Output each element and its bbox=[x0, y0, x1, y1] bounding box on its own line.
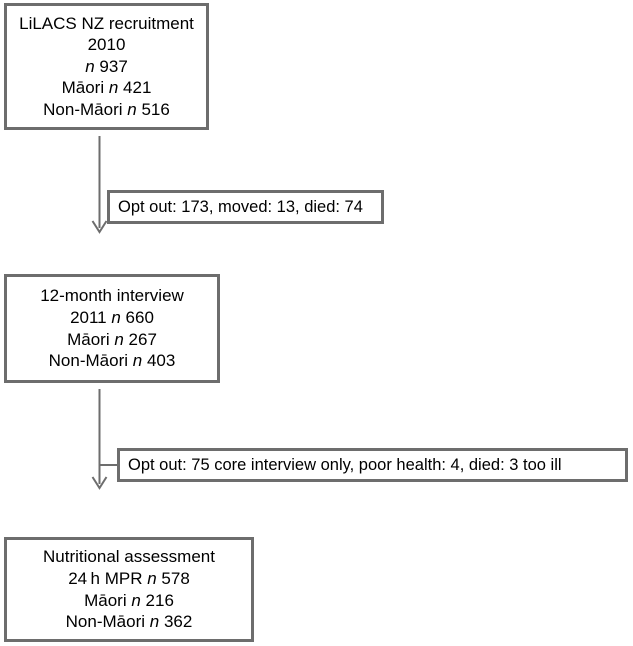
node-recruitment: LiLACS NZ recruitment 2010 n 937 Māori n… bbox=[4, 3, 209, 130]
node-recruitment-line-5: Non-Māori n 516 bbox=[43, 99, 170, 121]
annotation-attrition-2: Opt out: 75 core interview only, poor he… bbox=[117, 448, 628, 482]
node-recruitment-line-1: LiLACS NZ recruitment bbox=[19, 13, 194, 33]
node-nutritional-assessment-total-n: 578 bbox=[161, 568, 190, 588]
year-label: 2011 bbox=[70, 307, 112, 327]
node-recruitment-maori-n: 421 bbox=[123, 78, 152, 98]
node-recruitment-line-3: n 937 bbox=[85, 56, 128, 78]
annotation-attrition-1-text: Opt out: 173, moved: 13, died: 74 bbox=[118, 197, 363, 216]
node-recruitment-line-4: Māori n 421 bbox=[62, 77, 152, 99]
n-symbol: n bbox=[131, 590, 141, 610]
node-12-month-interview: 12-month interview 2011 n 660 Māori n 26… bbox=[4, 274, 220, 383]
maori-label: Māori bbox=[61, 78, 109, 98]
n-symbol: n bbox=[132, 351, 143, 371]
node-nutritional-assessment-maori-n: 216 bbox=[145, 590, 174, 610]
connector-interview-to-nutrition bbox=[88, 389, 128, 494]
maori-label: Māori bbox=[67, 329, 115, 349]
n-symbol: n bbox=[85, 56, 95, 76]
node-nutritional-assessment-line-2: 24 h MPR n 578 bbox=[68, 568, 190, 590]
non-maori-label: Non-Māori bbox=[48, 351, 133, 371]
node-12-month-interview-total-n: 660 bbox=[125, 307, 154, 327]
node-nutritional-assessment-line-3: Māori n 216 bbox=[84, 590, 174, 612]
node-12-month-interview-line-2: 2011 n 660 bbox=[70, 307, 154, 329]
n-symbol: n bbox=[127, 99, 137, 119]
n-symbol: n bbox=[147, 568, 157, 588]
n-symbol: n bbox=[111, 307, 121, 327]
node-recruitment-total-n: 937 bbox=[99, 56, 128, 76]
node-12-month-interview-maori-n: 267 bbox=[128, 329, 157, 349]
node-12-month-interview-line-3: Māori n 267 bbox=[67, 329, 157, 351]
maori-label: Māori bbox=[84, 590, 132, 610]
node-12-month-interview-line-1: 12-month interview bbox=[40, 286, 184, 306]
annotation-attrition-2-text: Opt out: 75 core interview only, poor he… bbox=[128, 455, 562, 474]
node-nutritional-assessment-non-maori-n: 362 bbox=[163, 612, 193, 632]
annotation-attrition-1: Opt out: 173, moved: 13, died: 74 bbox=[107, 190, 384, 224]
node-12-month-interview-line-4: Non-Māori n 403 bbox=[49, 350, 176, 372]
node-nutritional-assessment: Nutritional assessment 24 h MPR n 578 Mā… bbox=[4, 537, 254, 642]
node-nutritional-assessment-line-1: Nutritional assessment bbox=[43, 547, 215, 567]
node-recruitment-non-maori-n: 516 bbox=[141, 99, 170, 119]
n-symbol: n bbox=[114, 329, 124, 349]
node-12-month-interview-non-maori-n: 403 bbox=[146, 351, 176, 371]
n-symbol: n bbox=[149, 612, 160, 632]
node-nutritional-assessment-line-4: Non-Māori n 362 bbox=[66, 611, 193, 633]
measure-label: 24 h MPR bbox=[68, 568, 148, 588]
node-recruitment-line-2: 2010 bbox=[87, 35, 126, 55]
non-maori-label: Non-Māori bbox=[65, 612, 150, 632]
non-maori-label: Non-Māori bbox=[43, 99, 128, 119]
connector-recruitment-to-interview bbox=[88, 136, 114, 238]
n-symbol: n bbox=[108, 78, 119, 98]
